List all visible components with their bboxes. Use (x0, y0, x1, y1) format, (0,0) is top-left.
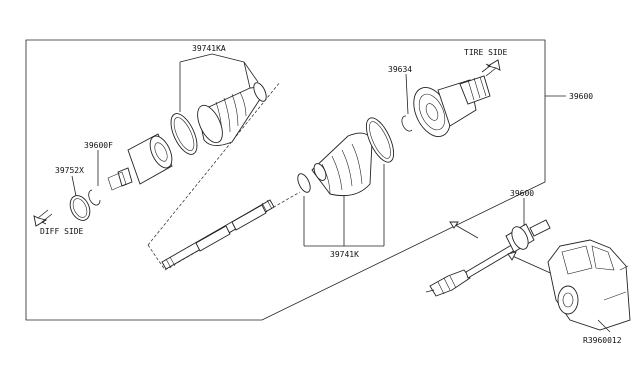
leader-39752x (71, 175, 77, 197)
diagram-code: R3960012 (583, 336, 622, 345)
label-diff-side: DIFF SIDE (40, 227, 84, 236)
boot-band-outer-large (365, 117, 395, 163)
boot-band-inner-large (170, 113, 198, 155)
label-tire-side: TIRE SIDE (464, 48, 508, 57)
label-39752x: 39752X (55, 166, 84, 175)
outer-boot-39741k (311, 132, 373, 197)
label-39741k: 39741K (330, 250, 359, 259)
assembly-frame (25, 39, 546, 321)
label-39741ka: 39741KA (192, 44, 226, 53)
boot-band-outer-small (297, 173, 311, 193)
inner-cv-joint (107, 133, 173, 191)
outer-cv-joint (413, 75, 491, 137)
circlip-39600f (88, 189, 101, 206)
label-39600f: 39600F (84, 141, 113, 150)
arrow-tire-side-icon (481, 59, 501, 77)
leader-39741k (303, 164, 385, 247)
label-39600-main: 39600 (569, 92, 593, 101)
circlip-39634 (401, 115, 413, 132)
arrow-diff-side-icon (33, 209, 53, 227)
snap-ring-39752x (69, 195, 91, 221)
label-39600-vehicle: 39600 (510, 189, 534, 198)
vehicle-icon (425, 219, 631, 333)
label-39634: 39634 (388, 65, 412, 74)
boot-band-inner-small (253, 82, 267, 102)
leader-39741ka (179, 53, 259, 112)
axle-shaft (161, 199, 275, 270)
inner-boot-39741ka (197, 87, 263, 146)
